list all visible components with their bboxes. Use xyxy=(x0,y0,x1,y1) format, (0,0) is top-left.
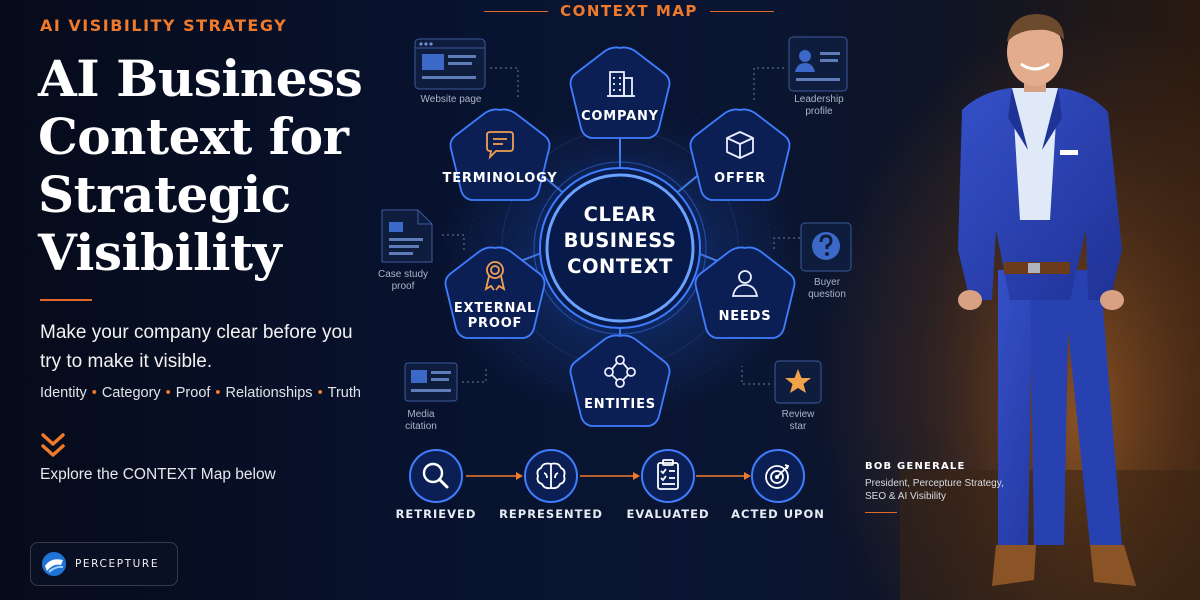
media-card-icon xyxy=(404,362,458,402)
core-line-1: CLEAR xyxy=(583,203,657,226)
artifact-media-line-1: Media xyxy=(407,409,435,420)
question-icon xyxy=(800,222,852,272)
artifact-website-label: Website page xyxy=(406,94,496,106)
profile-card-icon xyxy=(788,36,848,92)
pipeline-stage-retrieved: RETRIEVED xyxy=(395,507,477,521)
node-entities-label: ENTITIES xyxy=(584,396,656,412)
artifact-buyer-label: Buyer question xyxy=(782,277,872,301)
artifact-buyer-line-2: question xyxy=(808,289,846,300)
node-shape xyxy=(449,108,551,201)
speaker-title: President, Percepture Strategy, SEO & AI… xyxy=(865,478,1004,502)
person-icon xyxy=(731,269,759,297)
percepture-logo[interactable]: PERCEPTURE xyxy=(30,542,178,586)
artifact-website-line-1: Website page xyxy=(420,94,482,105)
double-chevron-down-icon xyxy=(41,433,65,457)
title-rule-right xyxy=(709,10,774,12)
headline-line-3: Strategic xyxy=(38,165,291,224)
node-terminology-label: TERMINOLOGY xyxy=(442,170,558,186)
tagline-separator: • xyxy=(91,385,97,401)
page-headline: AI Business Context for Strategic Visibi… xyxy=(38,50,378,282)
context-map-heading: CONTEXT MAP xyxy=(560,2,698,20)
building-icon xyxy=(607,70,635,97)
pipeline-arrows xyxy=(466,472,751,480)
context-map-diagram: CLEAR BUSINESS CONTEXT COMPANY xyxy=(350,20,870,440)
node-external-proof-label: EXTERNAL PROOF xyxy=(454,301,536,331)
artifact-leadership-line-2: profile xyxy=(805,106,833,117)
node-shape xyxy=(569,46,671,139)
context-map-title: CONTEXT MAP xyxy=(484,0,774,22)
pipeline-stage-evaluated: EVALUATED xyxy=(626,507,710,521)
artifact-case-study-line-2: proof xyxy=(391,281,415,292)
tagline-relationships: Relationships xyxy=(225,385,313,401)
headline-line-4: Visibility xyxy=(38,223,282,282)
speaker-divider xyxy=(865,512,897,513)
artifact-buyer-line-1: Buyer xyxy=(813,277,841,288)
node-terminology[interactable]: TERMINOLOGY xyxy=(442,106,558,206)
subheadline: Make your company clear before you try t… xyxy=(40,322,353,372)
headline-line-2: Context for xyxy=(38,107,349,166)
speaker-photo xyxy=(900,0,1200,600)
headline-divider xyxy=(40,299,92,301)
perceptive-globe-icon xyxy=(42,552,66,576)
node-offer-label: OFFER xyxy=(714,170,766,186)
node-needs-label: NEEDS xyxy=(718,308,772,324)
pillar-tagline: Identity•Category•Proof•Relationships•Tr… xyxy=(40,385,361,401)
core-line-2: BUSINESS xyxy=(563,229,677,252)
artifact-review-label: Review star xyxy=(753,409,843,433)
node-needs[interactable]: NEEDS xyxy=(690,244,800,344)
pipeline-stage-acted-upon: ACTED UPON xyxy=(731,507,825,521)
title-rule-left xyxy=(484,10,549,12)
artifact-media-line-2: citation xyxy=(405,421,437,432)
tagline-category: Category xyxy=(101,385,161,401)
tagline-separator: • xyxy=(215,385,221,401)
core-label: CLEAR BUSINESS CONTEXT xyxy=(552,202,688,280)
target-icon xyxy=(751,449,805,503)
external-proof-line-2: PROOF xyxy=(467,316,523,331)
ribbon-award-icon xyxy=(484,261,506,291)
artifact-review-line-1: Review xyxy=(781,409,815,420)
tagline-identity: Identity xyxy=(40,385,87,401)
network-icon xyxy=(604,354,636,388)
tagline-truth: Truth xyxy=(327,385,361,401)
pipeline-stage-represented: REPRESENTED xyxy=(499,507,603,521)
star-icon xyxy=(774,360,822,404)
headline-line-1: AI Business xyxy=(38,49,363,108)
tagline-separator: • xyxy=(317,385,323,401)
node-shape xyxy=(444,246,546,339)
external-proof-line-1: EXTERNAL xyxy=(453,301,537,316)
kicker-label: AI VISIBILITY STRATEGY xyxy=(40,16,288,35)
artifact-leadership-label: Leadership profile xyxy=(774,94,864,118)
core-line-3: CONTEXT xyxy=(567,255,673,278)
node-offer[interactable]: OFFER xyxy=(685,106,795,206)
document-icon xyxy=(381,209,433,263)
chat-bubble-icon xyxy=(486,130,514,160)
artifact-review-line-2: star xyxy=(789,421,807,432)
artifact-media-label: Media citation xyxy=(376,409,466,433)
node-entities[interactable]: ENTITIES xyxy=(565,332,675,432)
box-icon xyxy=(726,130,754,159)
artifact-case-study-label: Case study proof xyxy=(358,269,448,293)
logo-wordmark: PERCEPTURE xyxy=(75,558,160,570)
node-shape xyxy=(694,246,796,339)
speaker-name: BOB GENERALE xyxy=(865,461,966,472)
artifact-leadership-line-1: Leadership xyxy=(794,94,844,105)
tagline-separator: • xyxy=(165,385,171,401)
magnifier-icon xyxy=(409,449,463,503)
node-external-proof[interactable]: EXTERNAL PROOF xyxy=(440,244,550,344)
node-company[interactable]: COMPANY xyxy=(565,44,675,144)
clipboard-check-icon xyxy=(641,449,695,503)
node-shape xyxy=(569,334,671,427)
artifact-case-study-line-1: Case study xyxy=(377,269,429,280)
node-company-label: COMPANY xyxy=(581,108,659,124)
explore-link[interactable]: Explore the CONTEXT Map below xyxy=(40,466,276,483)
tagline-proof: Proof xyxy=(175,385,211,401)
brain-icon xyxy=(524,449,578,503)
browser-window-icon xyxy=(414,38,486,90)
